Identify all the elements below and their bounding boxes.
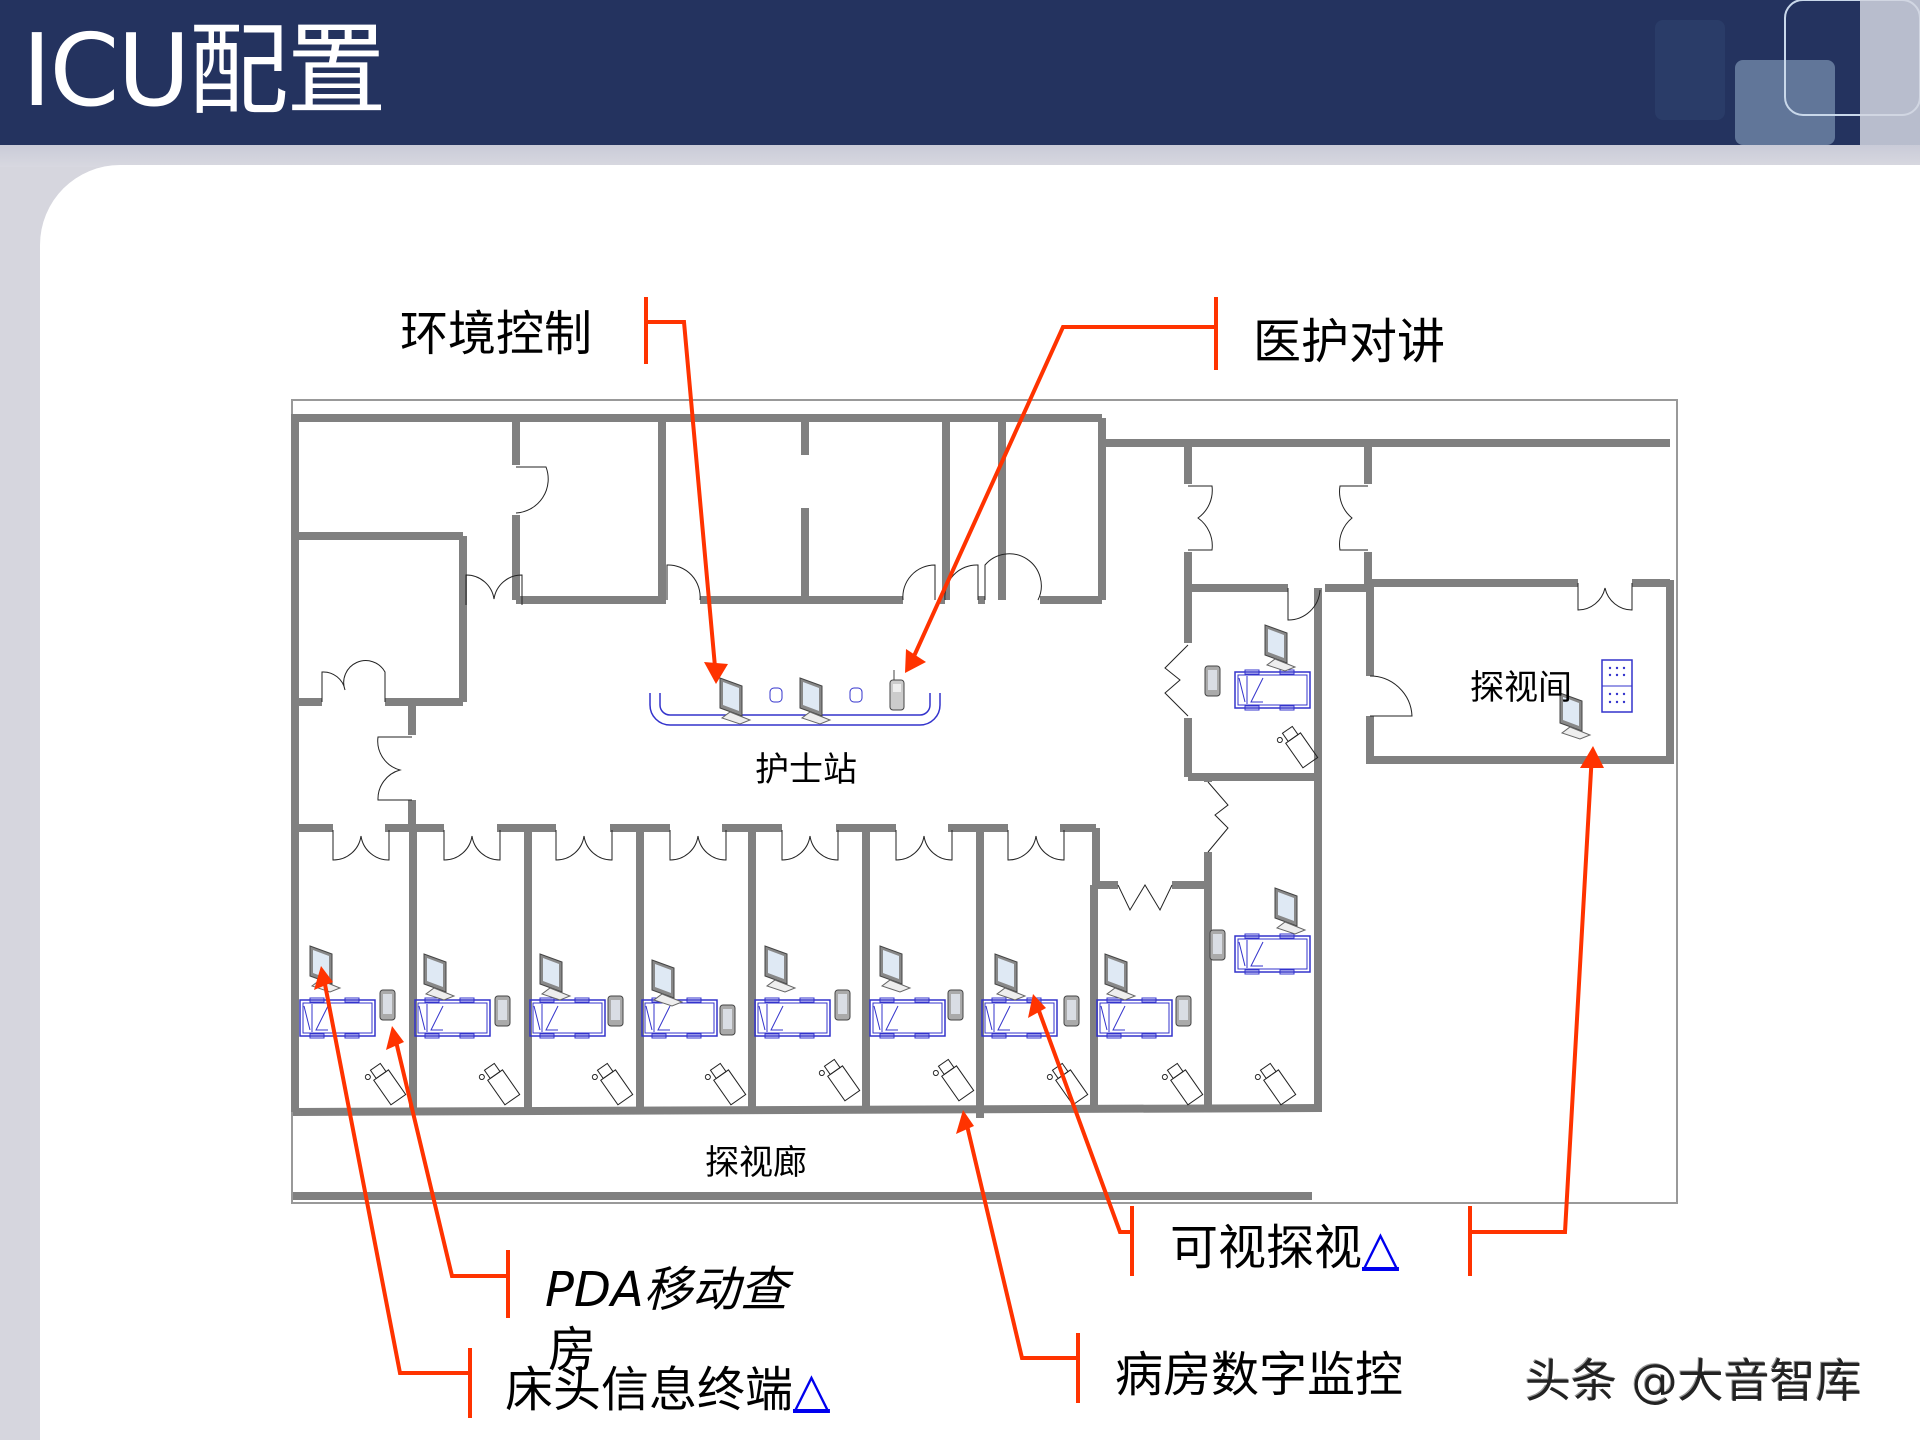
label-ward-monitoring: 病房数字监控 <box>1115 1347 1404 1403</box>
pda-tablet-icon <box>1204 665 1221 697</box>
patient-room-doors <box>332 829 1065 861</box>
pda-tablet-icon <box>947 989 964 1021</box>
pda-tablet-icon <box>719 1004 736 1036</box>
bedside-monitor-icon <box>879 945 911 993</box>
bed-units <box>299 624 1591 1109</box>
bed-icon <box>1096 997 1173 1039</box>
pda-tablet-icon <box>1209 929 1226 961</box>
bed-icon <box>299 997 376 1039</box>
workstation-monitor-icon <box>719 677 751 725</box>
bedside-monitor-icon <box>764 945 796 993</box>
bed-icon <box>754 997 831 1039</box>
slide-title: ICU配置 <box>22 12 387 129</box>
watermark: 头条 @大音智库 <box>1525 1354 1862 1408</box>
content-panel <box>40 165 1920 1440</box>
label-bedside-terminal: 床头信息终端△ <box>505 1350 830 1420</box>
chair-icon <box>589 1061 634 1109</box>
chair-icon <box>930 1057 975 1105</box>
plan-frame <box>291 399 1678 1204</box>
chair-icon <box>816 1057 861 1105</box>
bedside-monitor-icon <box>1264 624 1296 672</box>
chair-icon <box>362 1061 407 1109</box>
label-pda-rounds: PDA移动查 <box>545 1250 788 1320</box>
slide-header: ICU配置 <box>0 0 1920 145</box>
pda-tablet-icon <box>1063 995 1080 1027</box>
bedside-terminal-link[interactable]: △ <box>793 1362 830 1418</box>
bed-icon <box>1234 933 1311 975</box>
bedside-monitor-icon <box>1104 953 1136 1001</box>
chair-icon <box>1252 1061 1297 1109</box>
bedside-monitor-icon <box>539 953 571 1001</box>
room-label-nurse-station: 护士站 <box>755 750 857 790</box>
bedside-monitor-icon <box>1274 887 1306 935</box>
label-pda-rounds-line2: 房 <box>548 1322 597 1378</box>
bed-icon <box>414 997 491 1039</box>
bed-icon <box>529 997 606 1039</box>
pda-tablet-icon <box>494 995 511 1027</box>
intercom-phone-icon <box>889 670 905 711</box>
callout-lines <box>321 297 1594 1418</box>
nurse-station-equipment <box>719 670 905 725</box>
label-pda-rounds-line1: PDA移动查 <box>545 1262 788 1318</box>
nurse-station-desk <box>649 693 941 726</box>
bedside-terminal-text: 床头信息终端 <box>505 1362 794 1418</box>
room-label-visiting-corridor: 探视廊 <box>705 1143 807 1183</box>
bed-icon <box>869 997 946 1039</box>
pda-tablet-icon <box>1175 995 1192 1027</box>
label-medical-intercom: 医护对讲 <box>1253 314 1446 370</box>
doors <box>321 466 1633 912</box>
chair-icon <box>1274 724 1319 772</box>
header-decoration <box>1655 0 1920 145</box>
pda-tablet-icon <box>607 995 624 1027</box>
room-label-visiting-room: 探视间 <box>1470 668 1572 708</box>
bedside-monitor-icon <box>994 953 1026 1001</box>
bed-icon <box>1234 669 1311 711</box>
bed-icon <box>641 997 718 1039</box>
workstation-monitor-icon <box>799 677 831 725</box>
bedside-monitor-icon <box>651 959 683 1007</box>
chair-icon <box>769 687 783 703</box>
walls <box>291 414 1674 1200</box>
label-visual-visit: 可视探视△ <box>1170 1208 1399 1278</box>
visual-visit-text: 可视探视 <box>1170 1220 1363 1276</box>
visual-visit-link[interactable]: △ <box>1362 1220 1399 1276</box>
header-band <box>0 145 1920 167</box>
pda-tablet-icon <box>379 989 396 1021</box>
bedside-monitor-icon <box>423 953 455 1001</box>
chair-icon <box>702 1061 747 1109</box>
callout-arrowheads <box>314 649 1604 1134</box>
chair-icon <box>849 687 863 703</box>
chair-icon <box>476 1061 521 1109</box>
label-environment-control: 环境控制 <box>400 306 593 362</box>
pda-tablet-icon <box>834 989 851 1021</box>
chair-icon <box>1159 1061 1204 1109</box>
visit-panel-icon <box>1601 659 1633 713</box>
